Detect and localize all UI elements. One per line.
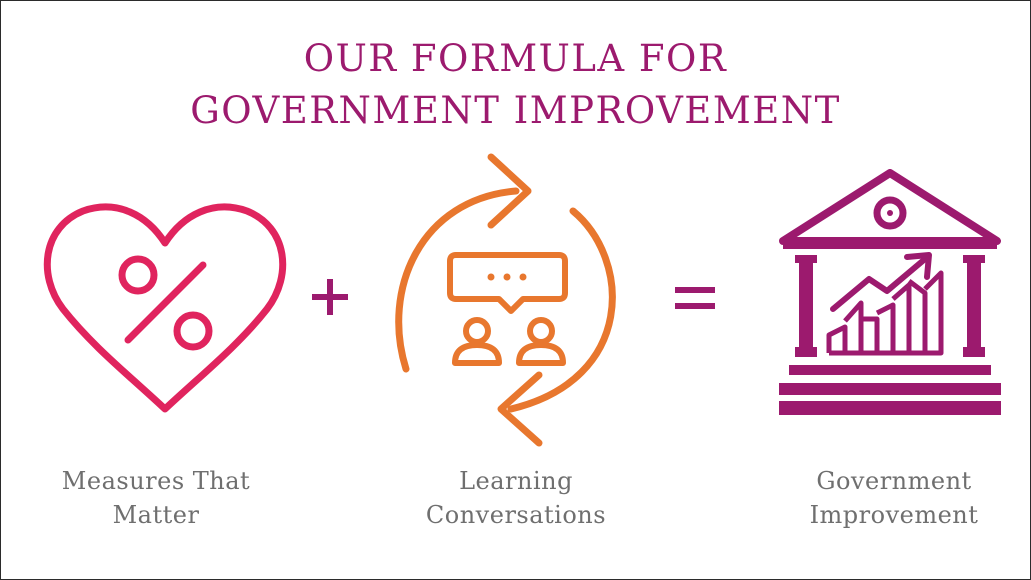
caption-line: Government bbox=[816, 467, 972, 495]
caption-line: Measures That bbox=[61, 467, 251, 495]
government-building-chart-icon bbox=[779, 169, 1001, 415]
title-line-2: GOVERNMENT IMPROVEMENT bbox=[190, 89, 841, 132]
caption-line: Matter bbox=[112, 501, 200, 529]
caption-government-improvement: Government Improvement bbox=[776, 464, 1012, 532]
plus-operator bbox=[312, 279, 348, 315]
conversation-cycle-icon bbox=[395, 153, 616, 447]
title-line-1: OUR FORMULA FOR bbox=[303, 37, 728, 80]
heart-percent-icon bbox=[43, 203, 287, 413]
caption-learning-conversations: Learning Conversations bbox=[396, 464, 636, 532]
caption-line: Conversations bbox=[425, 501, 607, 529]
equals-operator bbox=[675, 287, 715, 311]
caption-line: Learning bbox=[459, 467, 573, 495]
caption-line: Improvement bbox=[809, 501, 979, 529]
caption-measures-that-matter: Measures That Matter bbox=[31, 464, 281, 532]
